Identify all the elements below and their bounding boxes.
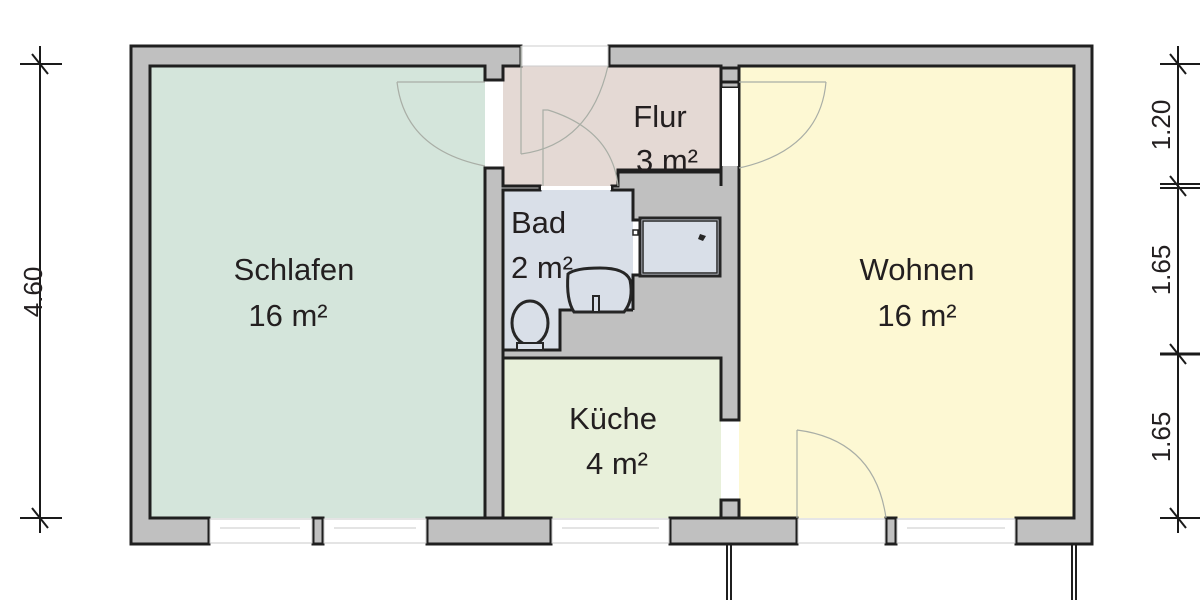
room-area: 16 m²: [248, 298, 327, 333]
door-swing-entrance: [520, 46, 609, 155]
window-schlafen-right: [323, 518, 427, 544]
door-swing-balcony: [796, 429, 887, 519]
door-swing-schlafen: [396, 81, 486, 167]
room-label-bad: Bad 2 m²: [511, 205, 573, 285]
dimension-segment-3: 1.65: [1146, 412, 1176, 463]
door-swing-wohnen: [738, 81, 827, 169]
window-kueche: [551, 518, 670, 544]
door-opening-kueche[interactable]: [722, 422, 738, 498]
bathroom-fixtures: [510, 216, 722, 351]
room-name: Bad: [511, 205, 566, 240]
entrance-door-opening[interactable]: [521, 45, 609, 67]
door-opening-wohnen[interactable]: [722, 88, 738, 166]
dimension-right: 1.20 1.65 1.65: [1146, 46, 1200, 533]
room-area: 16 m²: [877, 298, 956, 333]
room-schlafen-floor[interactable]: [150, 66, 485, 518]
room-name: Schlafen: [234, 252, 355, 287]
room-area: 3 m²: [636, 143, 698, 178]
room-label-schlafen: Schlafen 16 m²: [234, 252, 355, 333]
windows: [209, 518, 1016, 544]
dimension-segment-1: 1.20: [1146, 100, 1176, 151]
room-area: 2 m²: [511, 250, 573, 285]
room-label-kueche: Küche 4 m²: [569, 401, 657, 481]
room-kueche-floor[interactable]: [503, 358, 721, 518]
window-schlafen-left: [209, 518, 313, 544]
dimension-segment-2: 1.65: [1146, 245, 1176, 296]
room-name: Flur: [633, 99, 686, 134]
room-label-flur: Flur 3 m²: [633, 99, 698, 178]
balcony-door-opening: [797, 518, 886, 544]
room-name: Küche: [569, 401, 657, 436]
room-area: 4 m²: [586, 446, 648, 481]
room-flur-floor[interactable]: [503, 66, 721, 186]
shower-drain-icon: [698, 234, 706, 241]
toilet: [510, 299, 550, 347]
door-opening-schlafen[interactable]: [486, 82, 502, 166]
dimension-left: 4.60: [18, 46, 62, 533]
window-wohnen: [896, 518, 1016, 544]
dimension-total-height: 4.60: [18, 267, 48, 318]
washbasin: [566, 266, 633, 314]
faucet: [592, 295, 600, 313]
room-label-wohnen: Wohnen 16 m²: [860, 252, 975, 333]
door-opening-bad[interactable]: [541, 186, 611, 190]
room-wohnen-floor[interactable]: [739, 66, 1074, 518]
door-swing-bad: [542, 109, 619, 187]
room-name: Wohnen: [860, 252, 975, 287]
